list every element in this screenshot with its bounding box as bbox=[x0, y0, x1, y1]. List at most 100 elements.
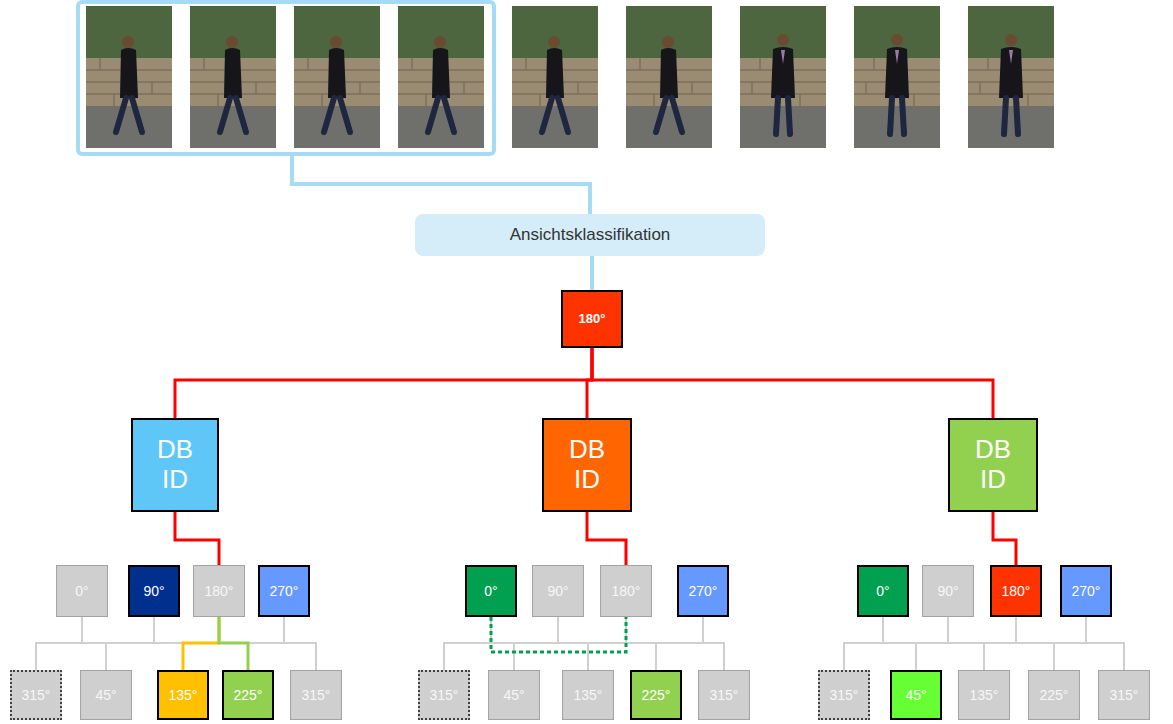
connector-line bbox=[948, 617, 984, 670]
sub-view-box: 315° bbox=[818, 670, 870, 720]
view-box: 0° bbox=[56, 565, 108, 617]
connector-line bbox=[444, 617, 491, 670]
node-label: 315° bbox=[710, 687, 739, 704]
view-box: 90° bbox=[532, 565, 584, 617]
view-box: 270° bbox=[1060, 565, 1112, 617]
sub-view-box: 225° bbox=[1028, 670, 1080, 720]
photo-frame bbox=[626, 6, 712, 148]
node-label: 90° bbox=[547, 583, 568, 600]
node-label: 45° bbox=[905, 687, 926, 704]
classifier-box: Ansichtsklassifikation bbox=[415, 214, 765, 256]
sub-view-box: 135° bbox=[562, 670, 614, 720]
node-label: 135° bbox=[169, 687, 198, 704]
sub-view-box: 315° bbox=[418, 670, 470, 720]
node-label: 225° bbox=[234, 687, 263, 704]
connector-line bbox=[592, 348, 993, 418]
connector-line bbox=[154, 617, 183, 670]
node-label: 315° bbox=[22, 687, 51, 704]
node-label: 0° bbox=[75, 583, 88, 600]
node-label: 180° bbox=[205, 583, 234, 600]
node-label: Ansichtsklassifikation bbox=[510, 225, 671, 245]
view-result-box: 180° bbox=[561, 290, 623, 348]
database-id-box: DB ID bbox=[131, 418, 219, 512]
sub-view-box: 45° bbox=[890, 670, 942, 720]
connector-line bbox=[219, 617, 248, 670]
view-box: 90° bbox=[922, 565, 974, 617]
photo-frame bbox=[294, 6, 380, 148]
photo-frame bbox=[854, 6, 940, 148]
photo-frame bbox=[398, 6, 484, 148]
connector-line bbox=[626, 617, 656, 670]
view-box: 180° bbox=[600, 565, 652, 617]
node-label: 315° bbox=[830, 687, 859, 704]
node-label: 315° bbox=[302, 687, 331, 704]
view-box: 180° bbox=[193, 565, 245, 617]
photo-frame bbox=[512, 6, 598, 148]
node-label: DB ID bbox=[965, 435, 1021, 495]
connector-line bbox=[1086, 617, 1124, 670]
node-label: 225° bbox=[642, 687, 671, 704]
photo-frame bbox=[86, 6, 172, 148]
view-box: 270° bbox=[677, 565, 729, 617]
view-box: 0° bbox=[465, 565, 517, 617]
connector-line bbox=[587, 512, 626, 565]
sub-view-box: 315° bbox=[1098, 670, 1150, 720]
connector-line bbox=[491, 617, 626, 652]
sub-view-box: 315° bbox=[10, 670, 62, 720]
connector-line bbox=[883, 617, 916, 670]
node-label: DB ID bbox=[559, 435, 615, 495]
connector-line bbox=[36, 617, 82, 670]
node-label: 45° bbox=[95, 687, 116, 704]
connector-line bbox=[916, 617, 948, 670]
sub-view-box: 225° bbox=[222, 670, 274, 720]
view-box: 90° bbox=[128, 565, 180, 617]
sub-view-box: 135° bbox=[157, 670, 209, 720]
connector-line bbox=[82, 617, 106, 670]
node-label: 225° bbox=[1040, 687, 1069, 704]
connector-line bbox=[175, 512, 219, 565]
connector-line bbox=[588, 617, 626, 670]
connector-line bbox=[284, 617, 316, 670]
photo-frame bbox=[968, 6, 1054, 148]
node-label: 45° bbox=[503, 687, 524, 704]
connector-line bbox=[175, 348, 592, 418]
connector-line bbox=[703, 617, 724, 670]
node-label: 180° bbox=[579, 311, 606, 327]
node-label: 315° bbox=[1110, 687, 1139, 704]
database-id-box: DB ID bbox=[542, 418, 632, 512]
view-box: 270° bbox=[258, 565, 310, 617]
node-label: 135° bbox=[970, 687, 999, 704]
selection-leader bbox=[292, 154, 590, 214]
selection-frame bbox=[78, 2, 494, 154]
photo-frame bbox=[740, 6, 826, 148]
node-label: 90° bbox=[143, 583, 164, 600]
connector-line bbox=[183, 617, 219, 670]
photo-frame bbox=[190, 6, 276, 148]
node-label: 270° bbox=[1072, 583, 1101, 600]
sub-view-box: 45° bbox=[80, 670, 132, 720]
connector-line bbox=[514, 617, 558, 670]
view-box: 0° bbox=[857, 565, 909, 617]
node-label: 135° bbox=[574, 687, 603, 704]
node-label: 0° bbox=[876, 583, 889, 600]
node-label: 90° bbox=[937, 583, 958, 600]
sub-view-box: 315° bbox=[290, 670, 342, 720]
node-label: 270° bbox=[689, 583, 718, 600]
connector-line bbox=[993, 512, 1016, 565]
connector-line bbox=[844, 617, 883, 670]
node-label: 0° bbox=[484, 583, 497, 600]
connector-line bbox=[590, 256, 594, 290]
connector-line bbox=[984, 617, 1016, 670]
node-label: 180° bbox=[612, 583, 641, 600]
connector-line bbox=[491, 617, 514, 670]
sub-view-box: 225° bbox=[630, 670, 682, 720]
sub-view-box: 45° bbox=[488, 670, 540, 720]
connector-line bbox=[106, 617, 154, 670]
connector-line bbox=[558, 617, 588, 670]
connector-line bbox=[1054, 617, 1086, 670]
connector-line bbox=[656, 617, 703, 670]
sub-view-box: 315° bbox=[698, 670, 750, 720]
node-label: 315° bbox=[430, 687, 459, 704]
node-label: 180° bbox=[1002, 583, 1031, 600]
